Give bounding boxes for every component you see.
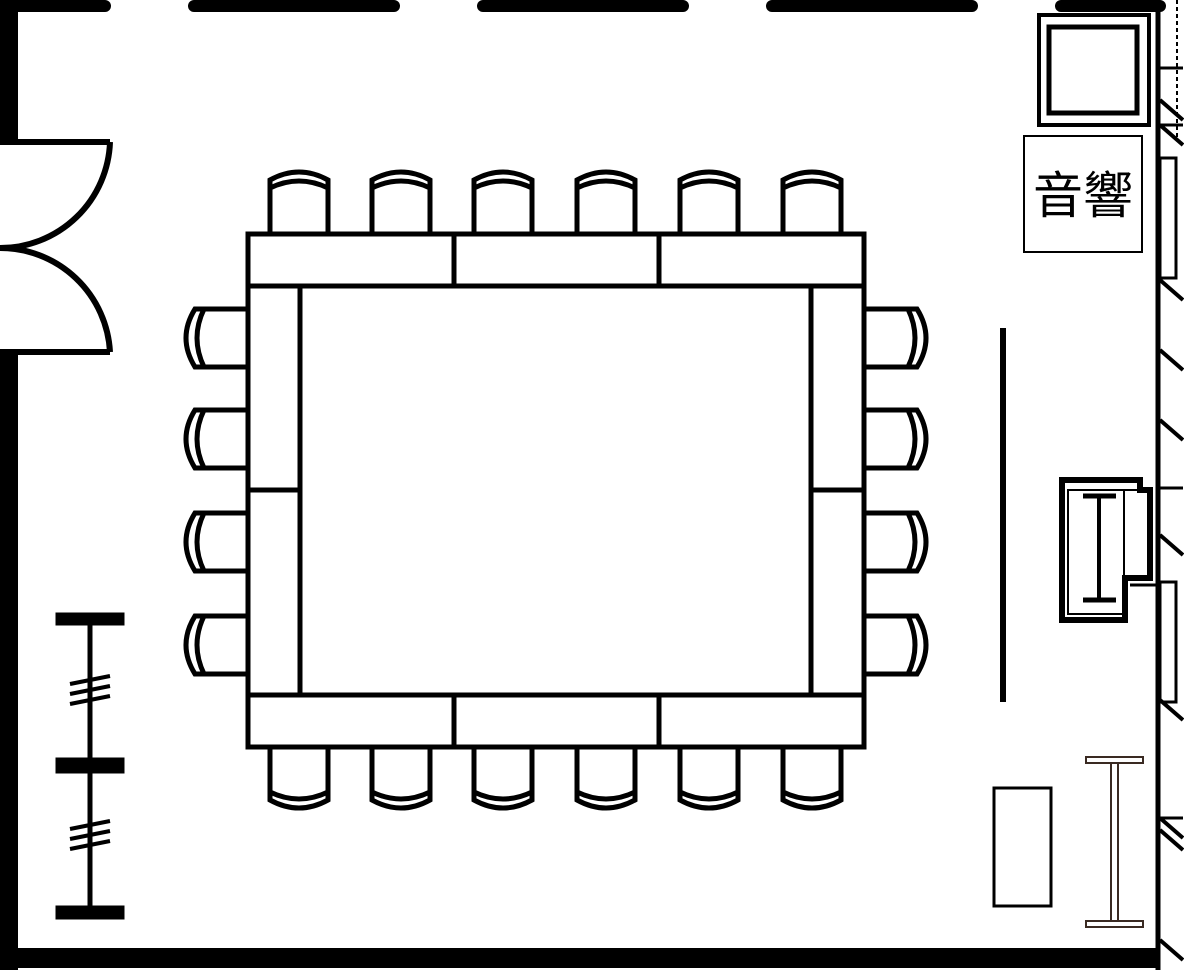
- table-icon: [245, 231, 867, 750]
- left-partition-icon: [55, 612, 125, 920]
- chair-icon: [866, 613, 929, 677]
- window-frame-lower: [1158, 580, 1178, 704]
- window-frame-upper: [1158, 156, 1178, 280]
- chair-icon: [780, 169, 844, 232]
- audio-label-box: 音響: [1023, 135, 1143, 253]
- chair-icon: [267, 749, 331, 811]
- chair-icon: [677, 749, 741, 811]
- chair-icon: [183, 306, 246, 370]
- chair-icon: [183, 613, 246, 677]
- audio-label: 音響: [1033, 167, 1133, 225]
- chair-icon: [471, 169, 535, 232]
- chair-icon: [369, 169, 433, 232]
- side-desk: [992, 786, 1053, 908]
- chair-icon: [267, 169, 331, 232]
- chair-icon: [866, 510, 929, 574]
- chair-icon: [677, 169, 741, 232]
- chair-icon: [183, 407, 246, 471]
- chair-icon: [183, 510, 246, 574]
- chair-icon: [866, 306, 929, 370]
- podium-icon: [1059, 477, 1158, 623]
- door-swing-icon: [0, 139, 113, 355]
- right-wall-ticks: [1158, 98, 1184, 962]
- chair-icon: [574, 169, 638, 232]
- i-beam-stand-icon: [1085, 756, 1144, 928]
- chair-icon: [780, 749, 844, 811]
- chairs: [183, 169, 929, 811]
- chair-icon: [369, 749, 433, 811]
- cabinet-icon: [1037, 13, 1151, 127]
- chair-icon: [574, 749, 638, 811]
- chair-icon: [866, 407, 929, 471]
- chair-icon: [471, 749, 535, 811]
